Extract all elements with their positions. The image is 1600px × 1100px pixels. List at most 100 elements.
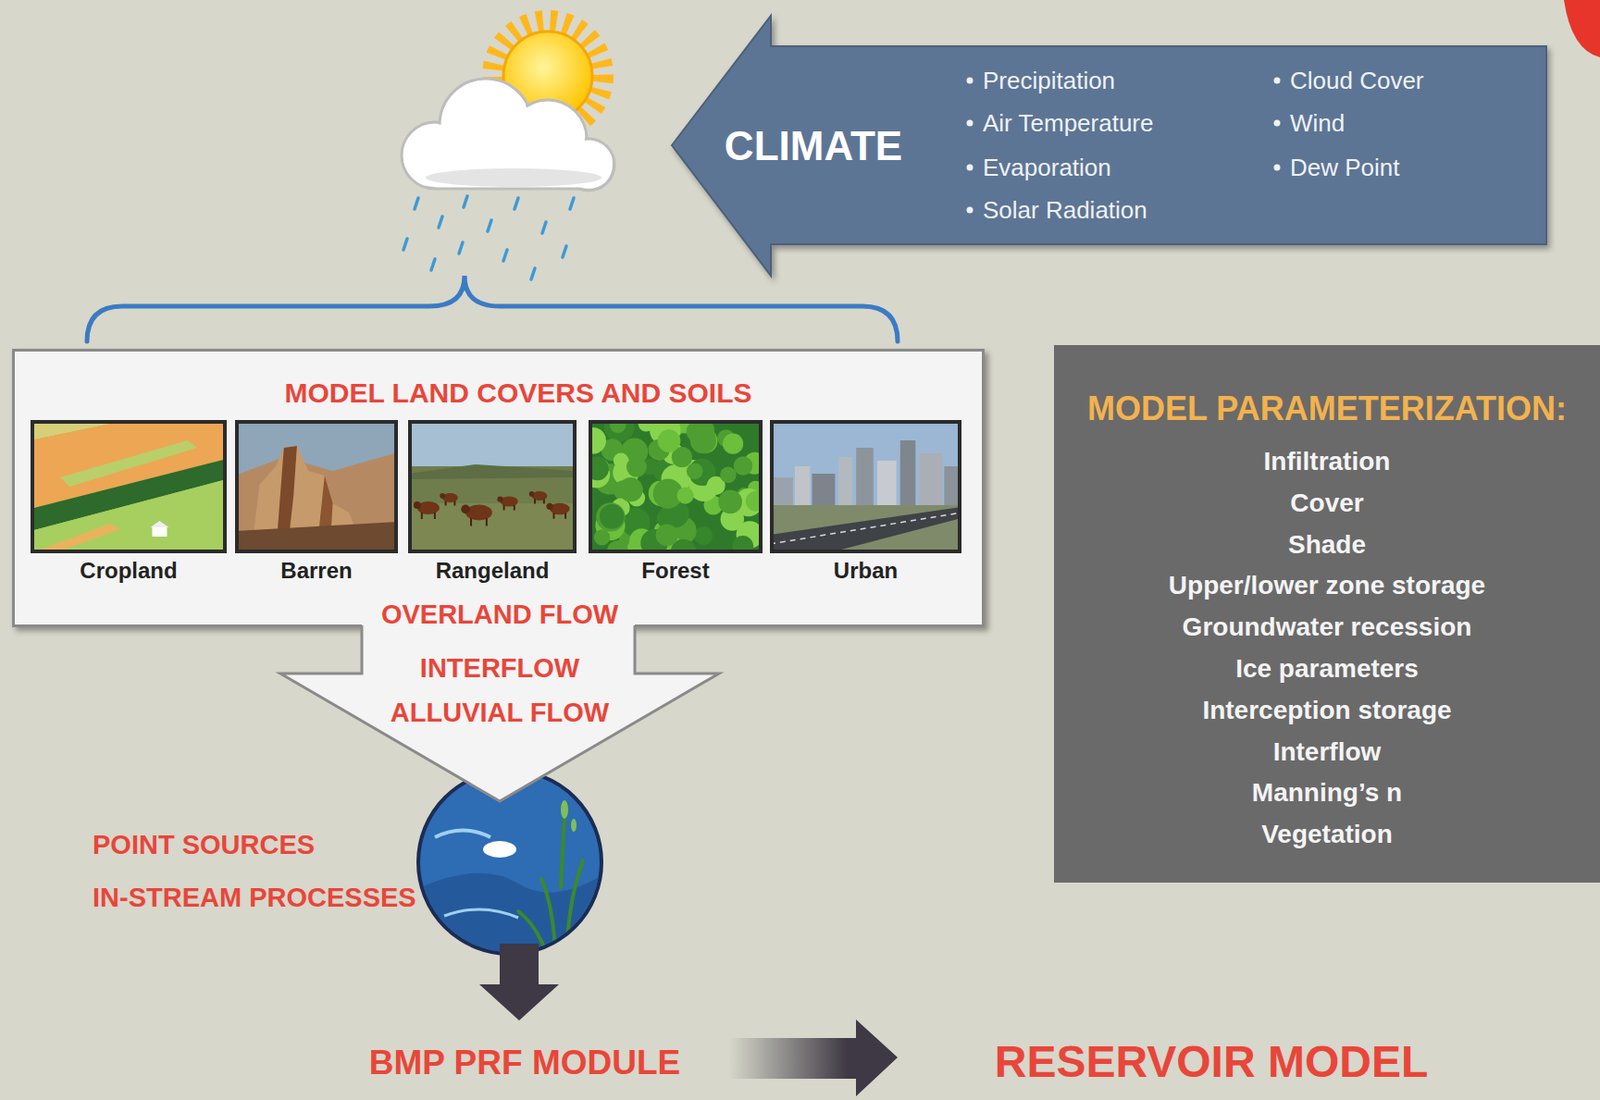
photo-shape bbox=[594, 529, 610, 546]
photo-shape bbox=[529, 491, 535, 497]
bullet-dot bbox=[967, 164, 974, 172]
photo-shape bbox=[235, 521, 398, 554]
cow-legs bbox=[554, 513, 567, 520]
photo-shape bbox=[694, 526, 713, 546]
bullet-dot bbox=[1274, 120, 1281, 127]
photo-shape bbox=[626, 457, 647, 478]
photo-shape bbox=[460, 505, 471, 515]
land-cover-photo: Forest bbox=[588, 420, 763, 585]
parameter-item: Infiltration bbox=[1264, 441, 1391, 484]
cloud-reflection bbox=[483, 841, 517, 858]
photo-shape bbox=[595, 502, 625, 532]
land-cover-photo: Rangeland bbox=[408, 420, 577, 585]
photo-shape bbox=[676, 487, 694, 505]
cloud-fill bbox=[403, 80, 613, 189]
arrow-heading: CLIMATE bbox=[724, 123, 903, 170]
photo-shape bbox=[656, 523, 679, 546]
cloud-shade bbox=[425, 168, 602, 187]
bullet-item: Dew Point bbox=[1289, 153, 1401, 183]
stream-icon bbox=[418, 770, 611, 963]
photo-picture bbox=[408, 420, 577, 554]
bullet-dot bbox=[967, 120, 974, 127]
photo-picture bbox=[30, 420, 227, 554]
bullet-item: Air Temperature bbox=[982, 109, 1154, 138]
photo-shape bbox=[839, 457, 853, 513]
photo-shape bbox=[613, 453, 630, 470]
photo-shape bbox=[690, 427, 717, 454]
photo-caption: Urban bbox=[769, 557, 962, 585]
stream-ripple bbox=[444, 909, 519, 918]
arrow-outline bbox=[671, 15, 1547, 276]
brace bbox=[86, 275, 898, 342]
photo-caption: Barren bbox=[235, 557, 398, 585]
bullet-dot bbox=[1274, 164, 1281, 172]
flow-arrow bbox=[729, 1019, 898, 1097]
rain-drops bbox=[403, 196, 574, 280]
photo-shape bbox=[657, 429, 682, 453]
photo-shape bbox=[30, 523, 122, 554]
photo-caption: Cropland bbox=[30, 557, 227, 585]
photo-shape bbox=[30, 420, 227, 554]
land-cover-photo: Cropland bbox=[30, 420, 227, 585]
cow bbox=[442, 493, 459, 503]
parameter-item: Ice parameters bbox=[1235, 648, 1419, 691]
photo-shape bbox=[408, 466, 577, 554]
bullet-item: Cloud Cover bbox=[1289, 66, 1425, 96]
cow bbox=[417, 501, 440, 515]
climate-arrow: CLIMATE PrecipitationAir TemperatureEvapo… bbox=[671, 15, 1547, 276]
bullet-item: Evaporation bbox=[982, 153, 1112, 183]
land-cover-photo: Barren bbox=[235, 420, 398, 585]
reeds bbox=[518, 814, 607, 954]
arrow-outline bbox=[280, 625, 720, 802]
photo-caption: Rangeland bbox=[408, 557, 577, 585]
parameter-item: Upper/lower zone storage bbox=[1168, 565, 1486, 608]
photo-shape bbox=[733, 456, 753, 475]
parameter-item: Manning’s n bbox=[1252, 772, 1402, 815]
photo-frame bbox=[32, 421, 225, 552]
cow-legs bbox=[446, 501, 456, 507]
arrow-fill bbox=[280, 592, 720, 802]
photo-frame bbox=[590, 421, 761, 552]
land-cover-panel: MODEL LAND COVERS AND SOILSCroplandBarre… bbox=[12, 348, 985, 628]
photo-shape bbox=[769, 505, 962, 554]
cow-legs bbox=[421, 512, 435, 520]
photo-frame bbox=[409, 421, 575, 552]
photo-shape bbox=[918, 453, 943, 513]
parameter-item: Interflow bbox=[1273, 731, 1382, 774]
photo-shape bbox=[30, 479, 227, 554]
bullet-dot bbox=[967, 207, 974, 214]
road-marking bbox=[769, 512, 962, 545]
photo-shape bbox=[718, 490, 743, 515]
photo-shape bbox=[545, 503, 553, 510]
flow-label: ALLUVIAL FLOW bbox=[390, 697, 609, 729]
photo-shape bbox=[599, 504, 625, 530]
photo-picture bbox=[769, 420, 962, 554]
photo-frame bbox=[771, 421, 960, 552]
photo-shape bbox=[235, 420, 398, 554]
stream-ripple bbox=[434, 831, 491, 839]
photo-shape bbox=[769, 420, 962, 554]
photo-frame bbox=[236, 421, 397, 552]
cow bbox=[500, 496, 519, 507]
land-cover-photo: Urban bbox=[769, 420, 962, 585]
photo-shape bbox=[151, 527, 167, 537]
photo-shape bbox=[719, 467, 737, 484]
panel-title: MODEL PARAMETERIZATION: bbox=[1087, 385, 1567, 433]
parameter-panel: MODEL PARAMETERIZATION: InfiltrationCover… bbox=[1054, 345, 1600, 883]
corner-tab bbox=[1563, 0, 1600, 58]
photo-picture bbox=[588, 420, 763, 554]
bullet-item: Precipitation bbox=[982, 66, 1116, 96]
bullet-dot bbox=[967, 77, 974, 85]
photo-shape bbox=[877, 460, 897, 513]
free-label: BMP PRF MODULE bbox=[369, 1043, 681, 1083]
parameter-item: Cover bbox=[1289, 483, 1364, 525]
parameter-item: Vegetation bbox=[1261, 814, 1393, 856]
photo-shape bbox=[408, 464, 577, 480]
free-label: RESERVOIR MODEL bbox=[994, 1036, 1429, 1088]
photo-shape bbox=[619, 477, 644, 502]
bullet-item: Wind bbox=[1289, 109, 1345, 138]
cow bbox=[532, 491, 548, 501]
photo-shape bbox=[900, 440, 917, 513]
photo-caption: Forest bbox=[588, 557, 763, 585]
photo-shape bbox=[686, 463, 704, 481]
